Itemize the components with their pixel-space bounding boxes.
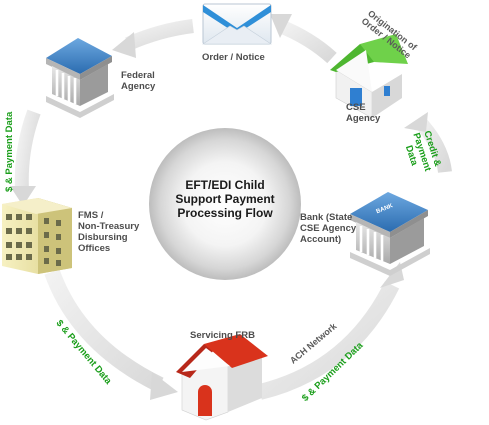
envelope-icon	[202, 3, 272, 45]
center-title: EFT/EDI Child Support Payment Processing…	[175, 178, 275, 220]
arrowhead-order	[270, 14, 292, 38]
arrow-frb-to-bank	[258, 281, 400, 400]
fms-building-icon	[2, 198, 72, 274]
flow-arrows	[14, 19, 452, 400]
bank-label: Bank (State CSE Agency Account)	[300, 212, 357, 245]
center-disc	[149, 128, 301, 280]
cse-agency-label: CSE Agency	[346, 102, 381, 124]
arrowhead-frb	[150, 372, 178, 400]
federal-agency-icon	[46, 38, 114, 118]
arrowhead-fms	[10, 186, 36, 206]
fms-label: FMS / Non-Treasury Disbursing Offices	[78, 210, 140, 254]
cse-agency-house-icon	[330, 34, 408, 119]
bank-building-icon: BANK	[350, 192, 430, 276]
order-notice-label: Order / Notice	[202, 52, 265, 63]
arrow-fms-to-frb	[44, 269, 164, 393]
arrow-cse-to-order	[277, 19, 337, 64]
left-payment-data-label: $ & Payment Data	[4, 111, 15, 192]
arrow-federal-to-fms	[14, 109, 41, 191]
federal-agency-label: Federal Agency	[121, 70, 156, 92]
arrow-order-to-federal	[125, 19, 194, 51]
arrowhead-cse	[404, 112, 428, 132]
servicing-frb-house-icon	[176, 334, 268, 421]
servicing-frb-label: Servicing FRB	[190, 330, 255, 341]
arrowhead-federal	[112, 32, 136, 58]
